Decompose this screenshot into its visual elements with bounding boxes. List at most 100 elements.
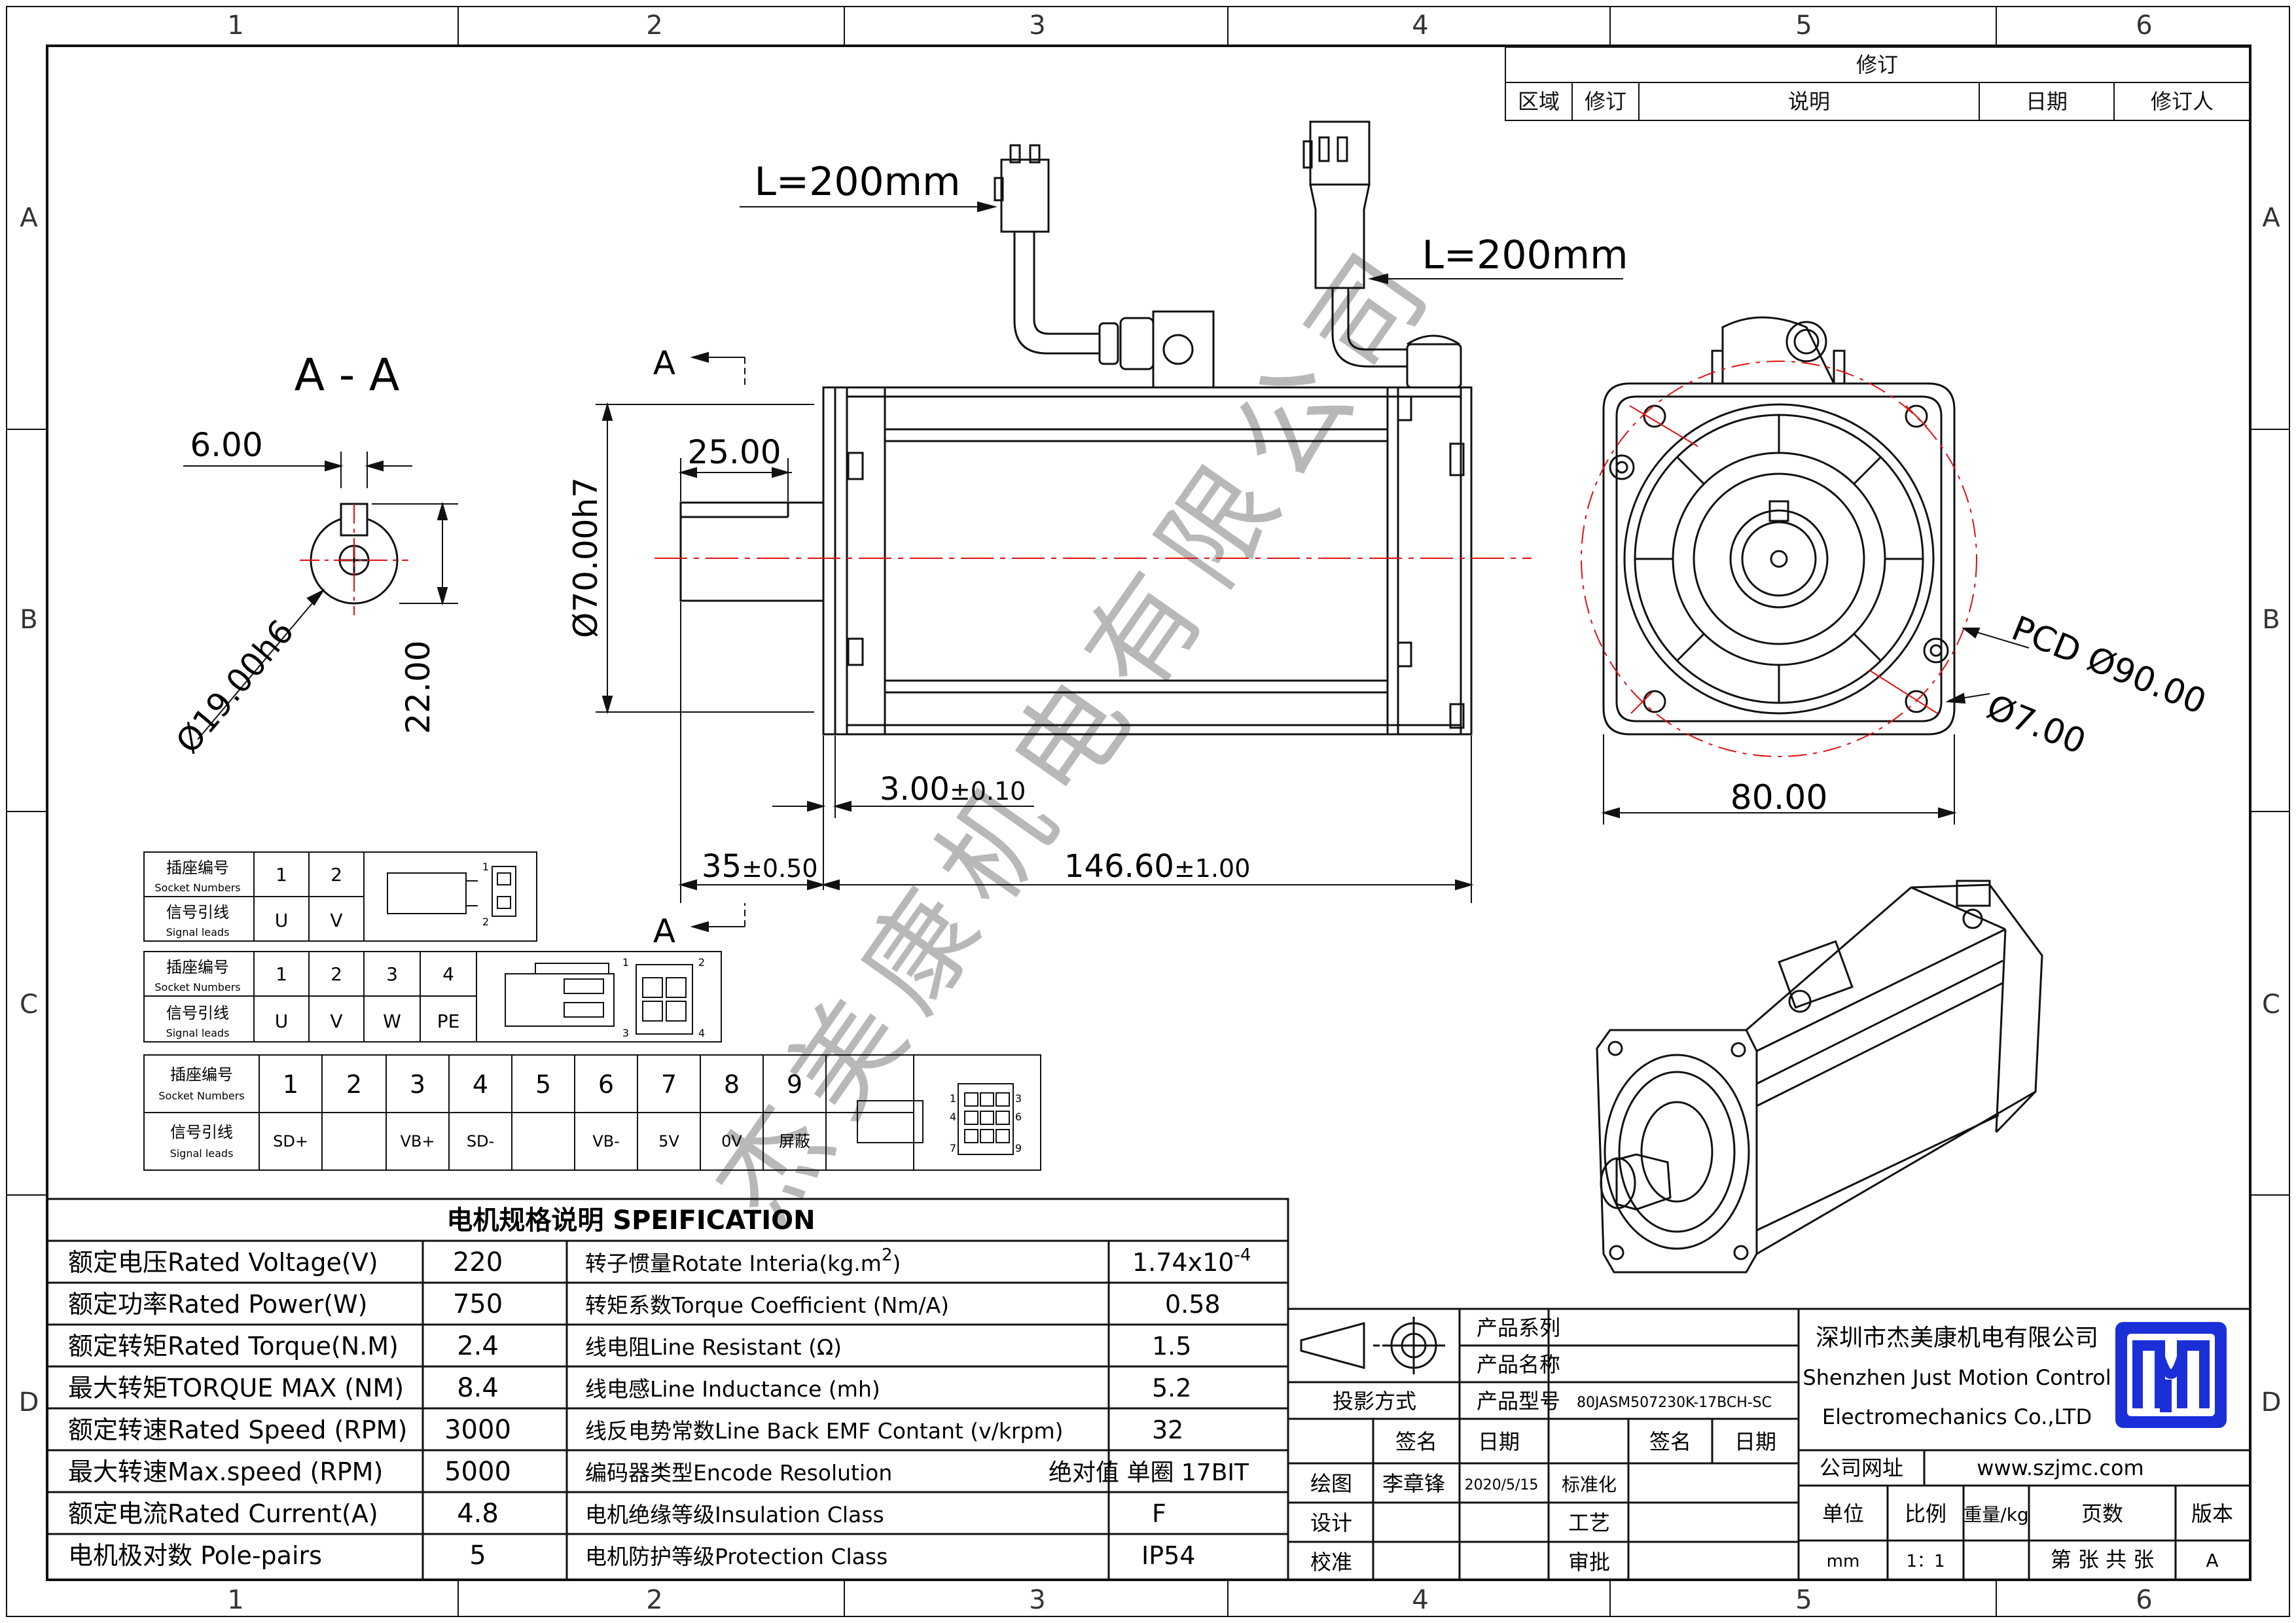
c3-sig-4: SD- [467, 1132, 494, 1150]
zone-x-6: 6 [2136, 10, 2152, 41]
zone-x-5-bottom: 5 [1795, 1585, 1812, 1615]
spec-row-7-label: 额定电流Rated Current(A) [68, 1499, 378, 1528]
spec-row-3-param: 线电阻Line Resistant (Ω) [585, 1334, 842, 1360]
c3-number-label: 插座编号 [170, 1065, 233, 1084]
spec-row-2-param: 转矩系数Torque Coefficient (Nm/A) [585, 1293, 949, 1318]
power-cable-left [994, 144, 1215, 389]
c1-num-1: 1 [276, 864, 287, 885]
pages-label: 页数 [2081, 1501, 2123, 1526]
zone-x-5: 5 [1795, 10, 1812, 41]
title-block: 产品系列 产品名称 投影方式 产品型号 80JASM507230K-17BCH-… [1287, 1308, 2251, 1581]
revision-header-date: 日期 [2026, 89, 2068, 114]
c2-sig-4: PE [437, 1010, 460, 1032]
shaft-side [679, 501, 825, 602]
spec-row-8-label: 电机极对数 Pole-pairs [68, 1541, 322, 1570]
spec-row-5-value: 3000 [444, 1415, 511, 1445]
key-width-dim: 6.00 [190, 426, 262, 464]
body-length-dim: 146.60±1.00 [1064, 848, 1250, 885]
c2-sig-2: V [330, 1010, 342, 1032]
c1-number-label-en: Socket Numbers [154, 882, 240, 894]
zone-y-b: B [20, 605, 37, 635]
zone-x-1-bottom: 1 [227, 1585, 243, 1615]
company-logo [2115, 1322, 2227, 1428]
company-en-1: Shenzhen Just Motion Control [1803, 1365, 2111, 1390]
watermark-text: 杰美康机电有限公司 [689, 217, 1463, 1245]
section-label: A - A [295, 349, 400, 401]
c2-pin-1: 1 [622, 956, 629, 969]
cable-length-right: L=200mm [1422, 232, 1628, 278]
c3-pin-1: 1 [950, 1092, 956, 1105]
date-label-2: 日期 [1734, 1429, 1776, 1454]
c1-pin-2: 2 [482, 916, 489, 928]
draw-label: 绘图 [1310, 1471, 1352, 1496]
company-en-2: Electromechanics Co.,LTD [1822, 1404, 2092, 1429]
connector-table-2: 插座编号 Socket Numbers 信号引线 Signal leads 1 … [143, 951, 722, 1043]
c3-num-5: 5 [535, 1070, 551, 1099]
spec-row-8-param-value: IP54 [1141, 1541, 1195, 1570]
pages-value: 第 张 共 张 [2051, 1547, 2155, 1572]
spec-row-5-param-value: 32 [1152, 1416, 1183, 1444]
c2-pin-4: 4 [698, 1027, 705, 1039]
check-label: 校准 [1310, 1550, 1352, 1575]
spec-row-7-value: 4.8 [457, 1499, 499, 1529]
side-view: A A L=200mm L=200mm [567, 120, 1628, 950]
c3-num-4: 4 [473, 1070, 488, 1099]
unit-label: 单位 [1822, 1501, 1864, 1526]
process-label: 工艺 [1568, 1510, 1610, 1535]
model-label: 产品型号 [1477, 1389, 1560, 1414]
website-label: 公司网址 [1820, 1455, 1903, 1480]
watermark: 杰美康机电有限公司 [689, 217, 1463, 1245]
spec-row-1-label: 额定电压Rated Voltage(V) [68, 1248, 378, 1277]
spec-row-1-param-value: 1.74x10-4 [1132, 1245, 1251, 1277]
c1-signal-label-en: Signal leads [166, 926, 230, 938]
c1-sig-2: V [330, 910, 342, 931]
spec-row-6-value: 5000 [444, 1457, 511, 1487]
spec-row-3-param-value: 1.5 [1152, 1332, 1191, 1361]
c2-number-label-en: Socket Numbers [154, 981, 240, 993]
c3-num-2: 2 [346, 1070, 362, 1099]
zone-x-6-bottom: 6 [2136, 1585, 2152, 1615]
front-flange [1602, 382, 1956, 736]
c3-pin-6: 6 [1015, 1111, 1022, 1123]
c1-number-label: 插座编号 [166, 859, 229, 877]
zone-y-d-right: D [2261, 1387, 2282, 1418]
zone-y-a-right: A [2262, 203, 2280, 233]
pilot-dia-dim: Ø70.00h7 [567, 477, 605, 638]
c3-pin-4: 4 [950, 1111, 956, 1123]
spec-row-2-param-value: 0.58 [1165, 1290, 1221, 1319]
c2-pin-3: 3 [622, 1027, 629, 1039]
company-cn: 深圳市杰美康机电有限公司 [1816, 1325, 2098, 1351]
section-shaft-dia-dim: Ø19.00h6 [169, 613, 302, 760]
c1-pin-1: 1 [482, 861, 489, 873]
scale-value: 1：1 [1906, 1552, 1945, 1571]
zone-x-2-bottom: 2 [646, 1585, 662, 1615]
c3-num-8: 8 [724, 1070, 740, 1099]
c3-signal-label-en: Signal leads [170, 1147, 234, 1160]
zone-y-d: D [19, 1387, 39, 1418]
website: www.szjmc.com [1977, 1455, 2144, 1480]
date-label: 日期 [1478, 1429, 1520, 1454]
connector-table-1: 插座编号 Socket Numbers 信号引线 Signal leads 1 … [143, 851, 537, 942]
c1-sig-1: U [275, 910, 289, 931]
section-view: A - A 6.00 22.00 Ø1 [169, 349, 458, 760]
zone-labels: 1 2 3 4 5 6 1 2 3 4 5 6 A B C D A B C D [19, 10, 2282, 1615]
spec-row-6-param: 编码器类型Encode Resolution [585, 1460, 892, 1486]
flange-width-dim: 80.00 [1731, 778, 1828, 817]
design-label: 设计 [1310, 1510, 1352, 1535]
product-name-label: 产品名称 [1477, 1352, 1560, 1377]
c3-sig-6: VB- [592, 1132, 620, 1150]
flange-offset-dim: 3.00±0.10 [880, 771, 1026, 808]
c3-pin-9: 9 [1015, 1142, 1022, 1154]
encoder-cable-right [1302, 120, 1462, 389]
c3-num-1: 1 [283, 1070, 298, 1099]
key-height-dim: 22.00 [399, 640, 437, 734]
projection-label: 投影方式 [1333, 1389, 1416, 1414]
c3-num-7: 7 [661, 1070, 677, 1099]
revision-table: 修订 区域 修订 说明 日期 修订人 [1505, 46, 2251, 121]
pcd-circle [1581, 361, 1977, 757]
c2-num-1: 1 [276, 963, 287, 985]
section-marker-bottom: A [653, 912, 675, 950]
c3-num-9: 9 [787, 1070, 802, 1099]
unit-value: mm [1827, 1552, 1860, 1571]
